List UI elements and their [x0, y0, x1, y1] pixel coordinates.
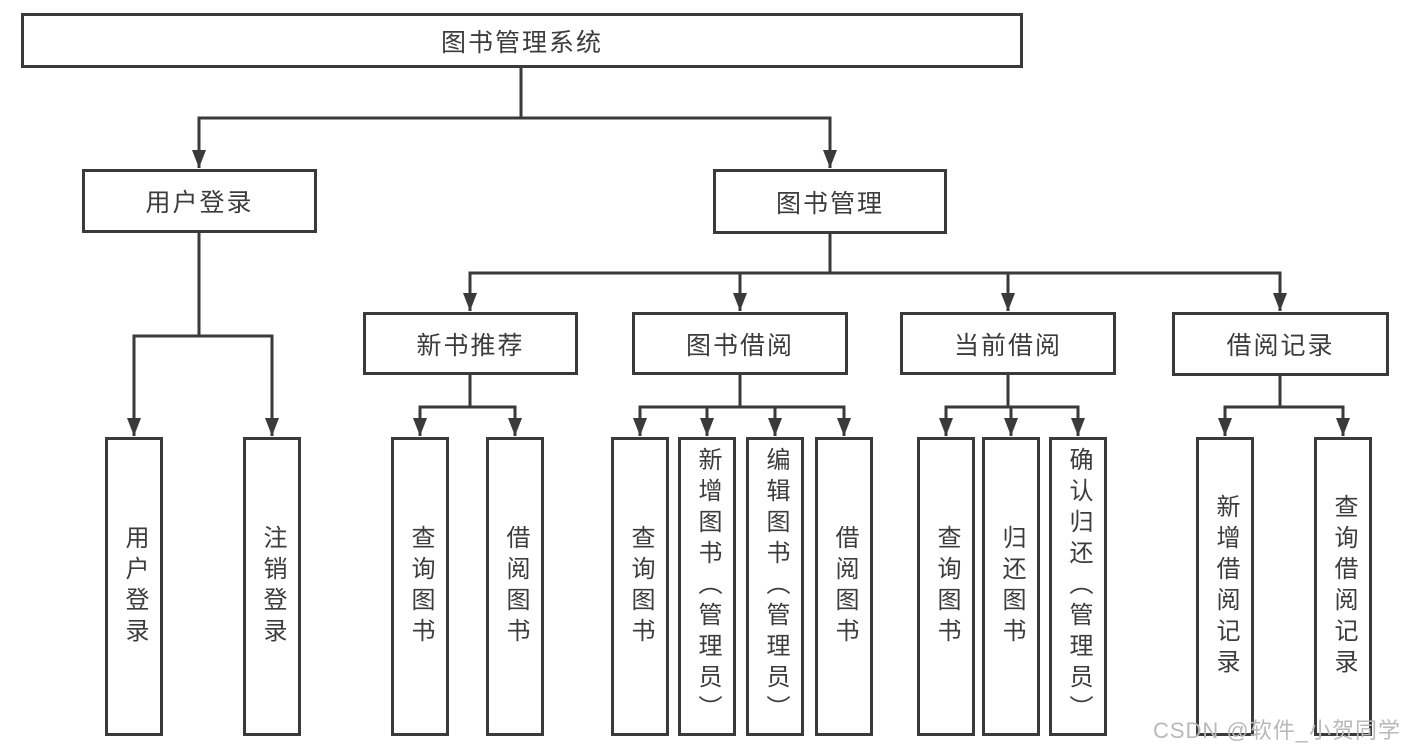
node-label: 新增借阅记录: [1212, 493, 1239, 680]
node-label: 借阅记录: [1226, 332, 1335, 360]
node-label: 用户登录: [121, 524, 148, 649]
node-book-borrow: 图书借阅: [632, 312, 848, 375]
node-label: 当前借阅: [953, 331, 1062, 360]
node-label: 编辑图书（管理员）: [762, 447, 789, 726]
node-label: 新增图书（管理员）: [694, 447, 721, 726]
node-new-book-recommend: 新书推荐: [363, 312, 578, 375]
node-label: 借阅图书: [831, 524, 858, 649]
leaf-return-book: 归还图书: [982, 437, 1040, 736]
node-label: 用户登录: [145, 189, 254, 217]
leaf-add-book-admin: 新增图书（管理员）: [678, 437, 736, 736]
node-root-library-management-system: 图书管理系统: [21, 13, 1023, 68]
node-book-management-branch: 图书管理: [713, 169, 947, 234]
leaf-logout: 注销登录: [243, 437, 301, 736]
csdn-watermark: CSDN @软件_小贺同学: [1152, 718, 1401, 743]
node-label: 查询图书: [407, 524, 434, 649]
node-borrow-records: 借阅记录: [1172, 312, 1389, 376]
leaf-confirm-return-admin: 确认归还（管理员）: [1049, 437, 1107, 736]
node-user-login-branch: 用户登录: [82, 169, 317, 233]
node-label: 新书推荐: [416, 331, 525, 360]
leaf-query-borrow-record: 查询借阅记录: [1314, 437, 1372, 736]
leaf-borrow-book: 借阅图书: [815, 437, 873, 736]
node-label: 图书管理系统: [440, 28, 603, 57]
node-label: 查询图书: [627, 524, 654, 649]
node-label: 图书管理: [775, 189, 884, 218]
node-label: 查询借阅记录: [1330, 493, 1357, 680]
leaf-borrow-book-recommend: 借阅图书: [486, 437, 544, 736]
node-label: 借阅图书: [502, 524, 529, 649]
leaf-edit-book-admin: 编辑图书（管理员）: [746, 437, 804, 736]
leaf-user-login: 用户登录: [105, 437, 163, 736]
leaf-query-book-current: 查询图书: [917, 437, 975, 736]
node-current-borrow: 当前借阅: [900, 312, 1116, 375]
node-label: 查询图书: [933, 524, 960, 649]
node-label: 归还图书: [998, 524, 1025, 649]
leaf-add-borrow-record: 新增借阅记录: [1196, 437, 1254, 736]
node-label: 注销登录: [259, 524, 286, 649]
node-label: 图书借阅: [685, 331, 794, 360]
node-label: 确认归还（管理员）: [1065, 447, 1092, 726]
leaf-query-book-recommend: 查询图书: [391, 437, 449, 736]
leaf-query-book-borrow: 查询图书: [611, 437, 669, 736]
